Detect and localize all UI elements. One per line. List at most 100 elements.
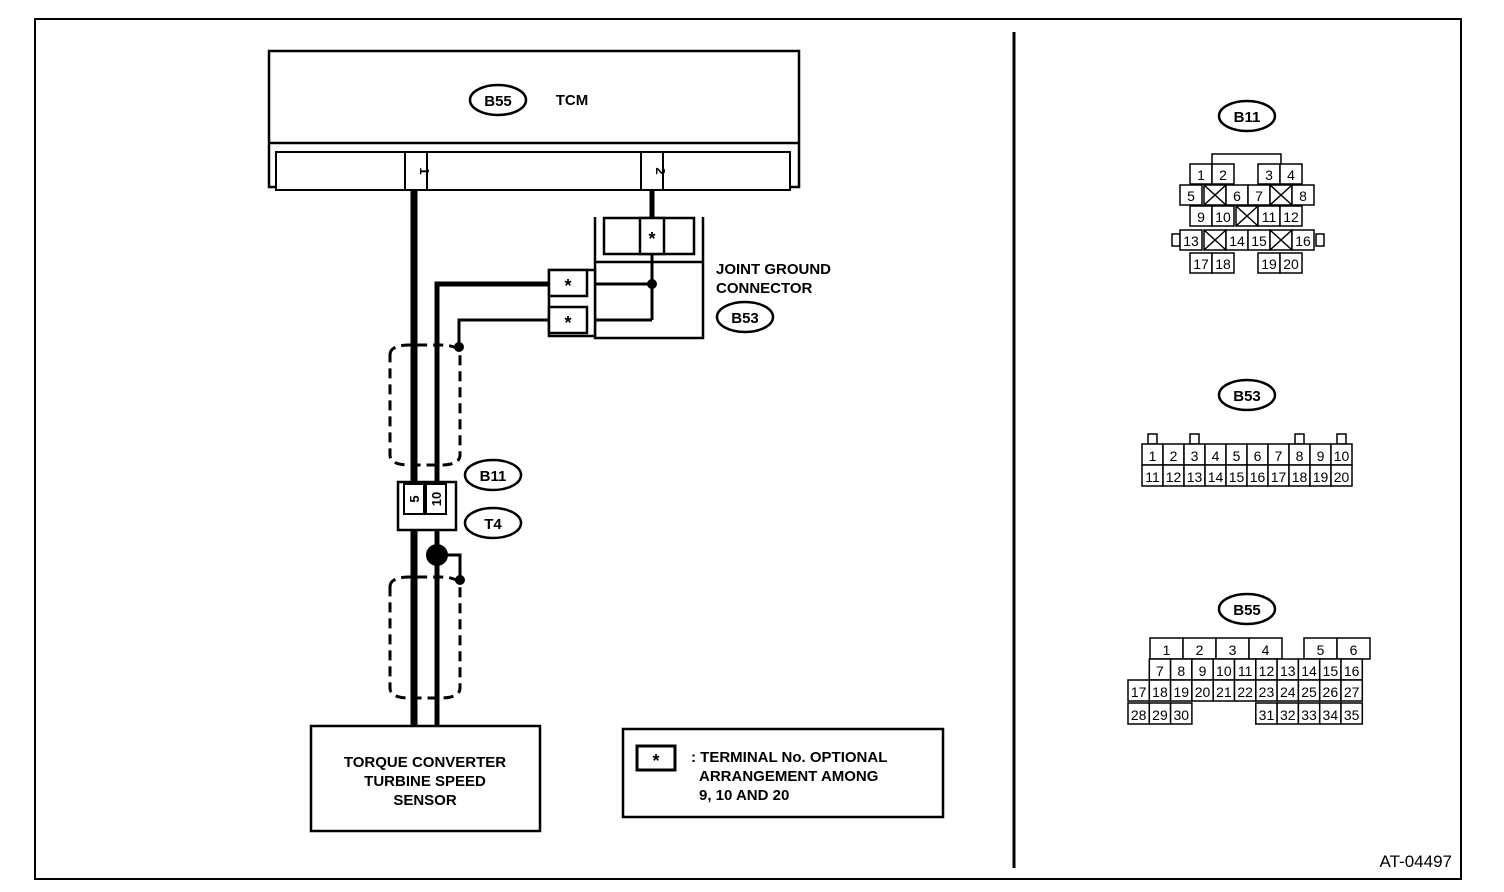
b55-pin-8-label: 8 bbox=[1177, 663, 1185, 679]
b53-pin-11-label: 11 bbox=[1145, 469, 1160, 485]
b55-pin-17-label: 17 bbox=[1131, 684, 1147, 700]
b11-pin-4-label: 4 bbox=[1287, 167, 1295, 183]
b53-pin-18-label: 18 bbox=[1292, 469, 1308, 485]
b55-pin-24-label: 24 bbox=[1280, 684, 1296, 700]
b11-pin-20-label: 20 bbox=[1283, 256, 1299, 272]
b11-face-badge bbox=[1217, 99, 1277, 133]
b53-pin-6-label: 6 bbox=[1254, 448, 1262, 464]
pin-5-label: 5 bbox=[407, 495, 422, 502]
b11-pin-10 bbox=[1211, 205, 1235, 227]
b55-pin-25-label: 25 bbox=[1301, 684, 1317, 700]
b55-pin-34-label: 34 bbox=[1323, 707, 1339, 723]
b55-pin-15-label: 15 bbox=[1323, 663, 1339, 679]
b55-pin-12-label: 12 bbox=[1259, 663, 1275, 679]
jgc-top-star: * bbox=[648, 229, 655, 249]
b11-label: B11 bbox=[480, 468, 507, 485]
legend-line2: ARRANGEMENT AMONG bbox=[699, 768, 878, 785]
jgc-left-star-2: * bbox=[564, 313, 571, 333]
b55-pin-30 bbox=[1169, 702, 1193, 725]
sensor-line2: TURBINE SPEED bbox=[364, 773, 486, 790]
b55-pin-7-label: 7 bbox=[1156, 663, 1164, 679]
b11-latch bbox=[1171, 233, 1181, 247]
legend: * : TERMINAL No. OPTIONAL ARRANGEMENT AM… bbox=[621, 727, 945, 819]
b55-pin-26-label: 26 bbox=[1323, 684, 1339, 700]
b53-pin-3-label: 3 bbox=[1191, 448, 1199, 464]
b11-pin-8-label: 8 bbox=[1299, 188, 1307, 204]
b55-pin-30-label: 30 bbox=[1173, 707, 1189, 723]
b55-pin-23-label: 23 bbox=[1259, 684, 1275, 700]
b11-pin-2 bbox=[1211, 163, 1235, 185]
b53-latch bbox=[1336, 433, 1347, 445]
b11-pin-20 bbox=[1279, 252, 1303, 274]
b55-pin-4-label: 4 bbox=[1262, 642, 1270, 658]
b53-pin-2-label: 2 bbox=[1170, 448, 1178, 464]
b55-pin-5-label: 5 bbox=[1317, 642, 1325, 658]
b11-pin-19-label: 19 bbox=[1261, 256, 1277, 272]
b11-pin-5-label: 5 bbox=[1187, 188, 1195, 204]
tcm-block: 1 2 B55 TCM bbox=[267, 49, 801, 191]
b11-pin-18-label: 18 bbox=[1215, 256, 1231, 272]
sensor-line1: TORQUE CONVERTER bbox=[344, 754, 506, 771]
b55-pin-27 bbox=[1340, 679, 1364, 702]
b11-pin-3-label: 3 bbox=[1265, 167, 1273, 183]
b55-pin-35-label: 35 bbox=[1344, 707, 1360, 723]
b55-pin-35 bbox=[1340, 702, 1364, 725]
b55-pin-22-label: 22 bbox=[1237, 684, 1253, 700]
blank-cavity bbox=[1269, 184, 1293, 206]
blank-cavity bbox=[1269, 229, 1293, 251]
b55-pin-20-label: 20 bbox=[1195, 684, 1211, 700]
b55-pin-31-label: 31 bbox=[1259, 707, 1275, 723]
sensor-box: TORQUE CONVERTER TURBINE SPEED SENSOR bbox=[309, 724, 542, 833]
b55-pin-21-label: 21 bbox=[1216, 684, 1232, 700]
b11-pin-9-label: 9 bbox=[1197, 209, 1205, 225]
tcm-connector-badge bbox=[468, 83, 528, 117]
b11-pin-7-label: 7 bbox=[1255, 188, 1263, 204]
shield-lower bbox=[388, 575, 462, 700]
b11-pin-15-label: 15 bbox=[1251, 233, 1267, 249]
blank-cavity bbox=[1203, 184, 1227, 206]
t4-label: T4 bbox=[484, 516, 502, 533]
joint-ground-connector: * * * JOINT GROUND CONNECTOR B53 bbox=[547, 216, 831, 340]
jgc-label-line2: CONNECTOR bbox=[716, 280, 813, 297]
ground-splice-dot bbox=[426, 544, 448, 566]
b11-pin-6-label: 6 bbox=[1233, 188, 1241, 204]
b11-pin-17-label: 17 bbox=[1193, 256, 1209, 272]
b55-pin-6-label: 6 bbox=[1350, 642, 1358, 658]
shield-upper bbox=[388, 343, 462, 467]
legend-star: * bbox=[652, 751, 659, 771]
b53-latch bbox=[1294, 433, 1305, 445]
b11-badge bbox=[463, 458, 523, 492]
b53-pin-14-label: 14 bbox=[1208, 469, 1224, 485]
b55-pin-10-label: 10 bbox=[1216, 663, 1232, 679]
jgc-connector-badge bbox=[715, 300, 775, 334]
b11-pin-12-label: 12 bbox=[1283, 209, 1299, 225]
b53-face-badge bbox=[1217, 378, 1277, 412]
b53-pin-9-label: 9 bbox=[1317, 448, 1325, 464]
b53-pin-15-label: 15 bbox=[1229, 469, 1245, 485]
b55-pin-32-label: 32 bbox=[1280, 707, 1296, 723]
b55-pin-18-label: 18 bbox=[1152, 684, 1168, 700]
b53-pin-20-label: 20 bbox=[1334, 469, 1350, 485]
jgc-left-star-1: * bbox=[564, 276, 571, 296]
splice-dot bbox=[647, 279, 657, 289]
b55-pin-13-label: 13 bbox=[1280, 663, 1296, 679]
b11-pin-18 bbox=[1211, 252, 1235, 274]
b53-pin-16-label: 16 bbox=[1250, 469, 1266, 485]
b11-pin-5 bbox=[1179, 184, 1203, 206]
b11-latch bbox=[1315, 233, 1325, 247]
b53-pin-17-label: 17 bbox=[1271, 469, 1287, 485]
blank-cavity bbox=[1235, 205, 1259, 227]
b11-pin-12 bbox=[1279, 205, 1303, 227]
b55-pin-14-label: 14 bbox=[1301, 663, 1317, 679]
b55-pin-19-label: 19 bbox=[1173, 684, 1189, 700]
b11-pin-10-label: 10 bbox=[1215, 209, 1231, 225]
b11-pin-4 bbox=[1279, 163, 1303, 185]
b55-pin-1-label: 1 bbox=[1163, 642, 1171, 658]
b11-pin-2-label: 2 bbox=[1219, 167, 1227, 183]
b53-pin-7-label: 7 bbox=[1275, 448, 1283, 464]
b53-pin-8-label: 8 bbox=[1296, 448, 1304, 464]
b53-latch bbox=[1189, 433, 1200, 445]
b53-face-label: B53 bbox=[1233, 388, 1261, 405]
